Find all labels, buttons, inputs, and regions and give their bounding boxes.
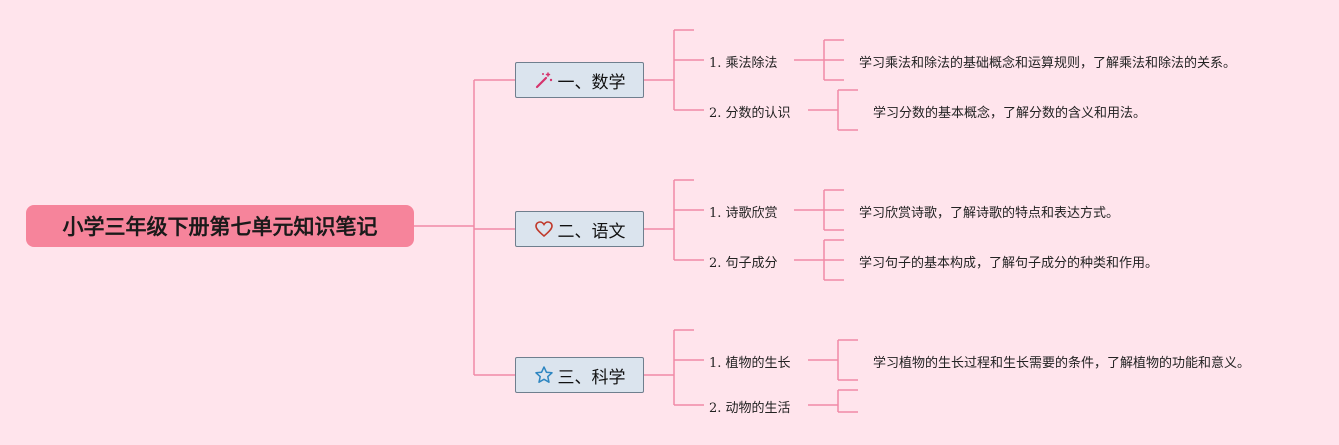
chinese-bracket (673, 179, 704, 261)
topic-science-1[interactable]: 1. 植物的生长 (709, 356, 791, 371)
detail-chinese-1: 学习欣赏诗歌，了解诗歌的特点和表达方式。 (859, 206, 1120, 221)
root-title: 小学三年级下册第七单元知识笔记 (62, 215, 378, 239)
heart-icon (534, 219, 554, 239)
topic-chinese-1[interactable]: 1. 诗歌欣赏 (709, 206, 778, 221)
detail-chinese-2: 学习句子的基本构成，了解句子成分的种类和作用。 (859, 256, 1159, 271)
math-bracket (673, 29, 704, 111)
topic-math-1[interactable]: 1. 乘法除法 (709, 56, 778, 71)
branch-math[interactable]: 一、数学 (515, 62, 644, 98)
math-topic1-bracket (823, 39, 844, 81)
branch-label: 二、语文 (557, 221, 626, 242)
branch-chinese[interactable]: 二、语文 (515, 211, 644, 247)
detail-science-1: 学习植物的生长过程和生长需要的条件，了解植物的功能和意义。 (873, 356, 1251, 371)
science-bracket (673, 329, 704, 406)
branch-science[interactable]: 三、科学 (515, 357, 644, 393)
chinese-topic1-bracket (823, 189, 844, 231)
branch-label: 一、数学 (557, 72, 626, 93)
topic-chinese-2[interactable]: 2. 句子成分 (709, 256, 778, 271)
chinese-topic2-bracket (823, 239, 844, 281)
math-topic2-bracket (837, 89, 858, 131)
star-icon (534, 365, 554, 385)
science-topic2-bracket (837, 389, 858, 413)
branch-label: 三、科学 (557, 367, 626, 388)
topic-math-2[interactable]: 2. 分数的认识 (709, 106, 791, 121)
magic-wand-icon (534, 70, 554, 90)
root-node[interactable]: 小学三年级下册第七单元知识笔记 (26, 205, 414, 247)
topic-science-2[interactable]: 2. 动物的生活 (709, 401, 791, 416)
detail-math-1: 学习乘法和除法的基础概念和运算规则，了解乘法和除法的关系。 (859, 56, 1237, 71)
science-topic1-bracket (837, 339, 858, 381)
detail-math-2: 学习分数的基本概念，了解分数的含义和用法。 (873, 106, 1147, 121)
